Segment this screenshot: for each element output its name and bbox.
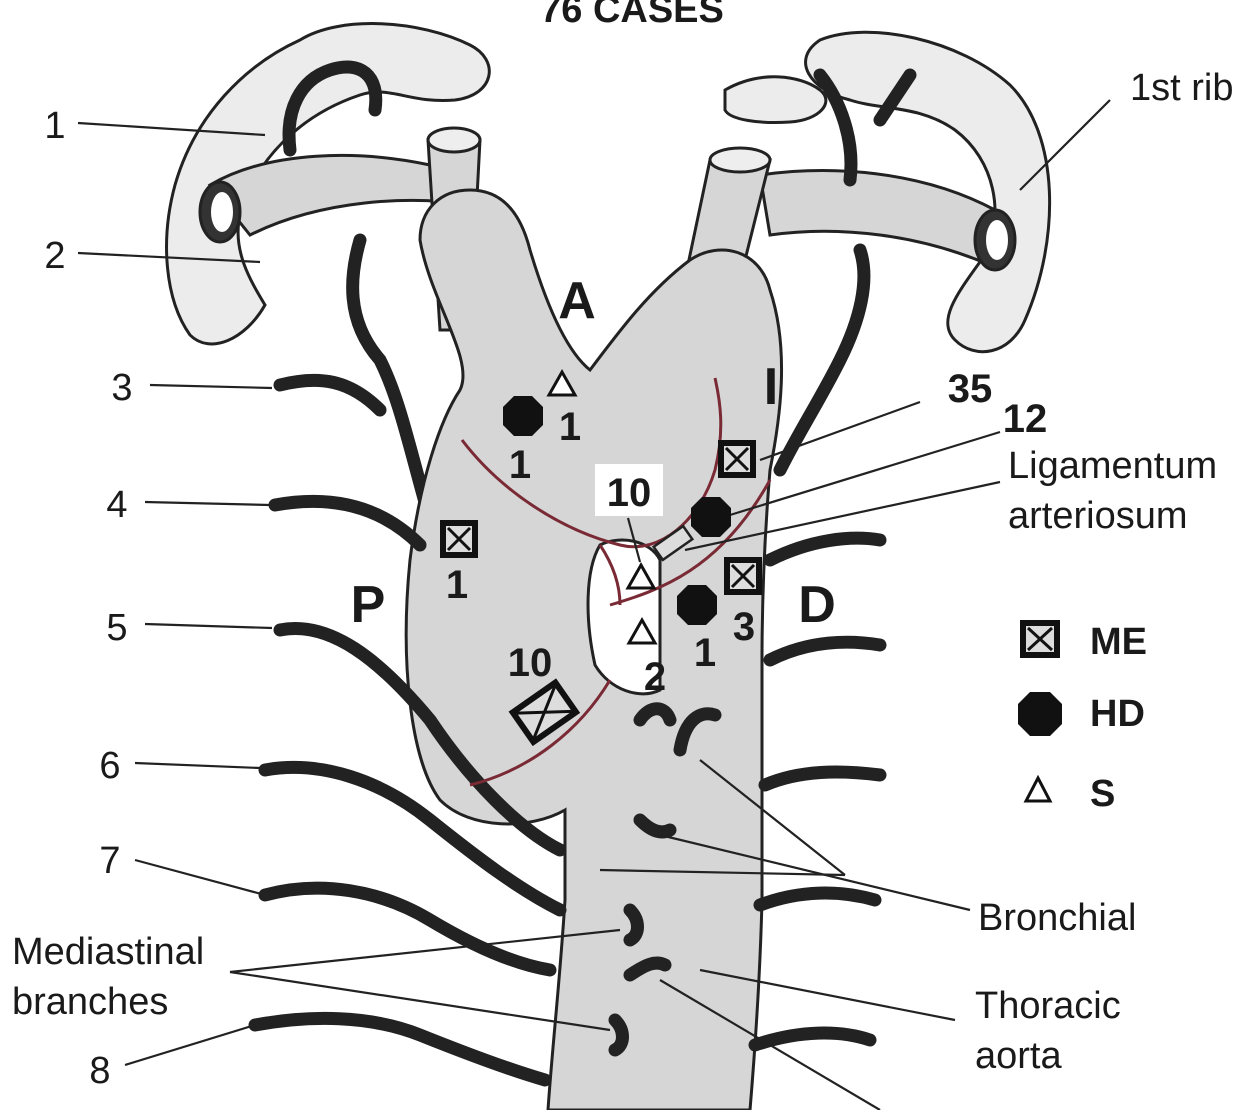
- right-intercostal-8: [755, 1033, 870, 1045]
- hd-marker-zone-i: [691, 497, 731, 537]
- legend-label-hd: HD: [1090, 693, 1145, 735]
- me-marker-zone-d: [724, 557, 762, 595]
- hd-marker-zone-d: [677, 585, 717, 625]
- count-zone-p-me: 1: [446, 563, 468, 607]
- intercostal-branch-8: [255, 1018, 545, 1080]
- right-subclavian-lumen-inner: [986, 220, 1008, 260]
- legend-label-s: S: [1090, 773, 1115, 815]
- intercostal-number-4: 4: [106, 484, 127, 526]
- hd-icon: [1018, 692, 1062, 736]
- mediastinal-label-line1: Mediastinal: [12, 931, 204, 973]
- leader-3: [150, 385, 272, 388]
- diagram-title: 76 CASES: [540, 0, 724, 31]
- intercostal-number-1: 1: [44, 105, 65, 147]
- intercostal-branch-7: [265, 888, 550, 970]
- leader-6: [135, 763, 260, 768]
- right-intercostal-6: [765, 772, 880, 785]
- right-intercostal-7: [760, 893, 875, 905]
- leader-8: [125, 1025, 255, 1065]
- right-rib-tip: [725, 77, 826, 123]
- count-zone-i-hd: 12: [1003, 397, 1048, 441]
- me-marker-zone-p: [440, 520, 478, 558]
- leader-5: [145, 624, 272, 628]
- count-zone-d-me: 3: [733, 605, 755, 649]
- leader-35: [760, 402, 920, 460]
- ligamentum-label-line1: Ligamentum: [1008, 445, 1217, 487]
- rib-label: 1st rib: [1130, 67, 1233, 109]
- count-inner-s: 10: [607, 471, 652, 515]
- leader-4: [145, 502, 270, 505]
- intercostal-number-5: 5: [106, 607, 127, 649]
- right-intercostal-4: [770, 538, 880, 560]
- intercostal-number-8: 8: [89, 1050, 110, 1092]
- right-carotid-opening: [710, 148, 770, 172]
- intercostal-number-7: 7: [99, 840, 120, 882]
- count-zone-a-s: 1: [559, 405, 581, 449]
- zone-label-d: D: [798, 576, 836, 634]
- thoracic-label-line1: Thoracic: [975, 985, 1121, 1027]
- intercostal-number-3: 3: [111, 367, 132, 409]
- count-zone-d-s: 2: [644, 655, 666, 699]
- count-inner-curve-me: 10: [508, 641, 553, 685]
- legend: ME HD S: [1018, 620, 1147, 815]
- thoracic-label-line2: aorta: [975, 1035, 1062, 1077]
- mediastinal-label-line2: branches: [12, 981, 168, 1023]
- intercostal-number-6: 6: [99, 745, 120, 787]
- hd-marker-zone-a: [503, 396, 543, 436]
- left-carotid-opening: [428, 128, 480, 152]
- right-subclavian-artery: [760, 171, 995, 265]
- zone-label-a: A: [558, 272, 596, 330]
- zone-label-i: I: [764, 358, 778, 416]
- right-intercostal-5: [770, 642, 880, 660]
- left-subclavian-lumen-inner: [211, 192, 233, 232]
- me-icon: [1020, 620, 1060, 658]
- count-zone-d-hd: 1: [694, 631, 716, 675]
- count-zone-i-me: 35: [948, 367, 993, 411]
- intercostal-number-2: 2: [44, 235, 65, 277]
- me-marker-zone-i: [718, 440, 756, 478]
- legend-label-me: ME: [1090, 621, 1147, 663]
- s-icon: [1026, 778, 1050, 801]
- count-zone-a-hd: 1: [509, 443, 531, 487]
- intercostal-branch-3: [280, 380, 380, 410]
- zone-label-p: P: [351, 576, 386, 634]
- intercostal-branch-4: [275, 501, 420, 545]
- ligamentum-label-line2: arteriosum: [1008, 495, 1188, 537]
- leader-7: [135, 860, 265, 895]
- intercostal-branch-2: [353, 240, 430, 520]
- bronchial-label: Bronchial: [978, 897, 1136, 939]
